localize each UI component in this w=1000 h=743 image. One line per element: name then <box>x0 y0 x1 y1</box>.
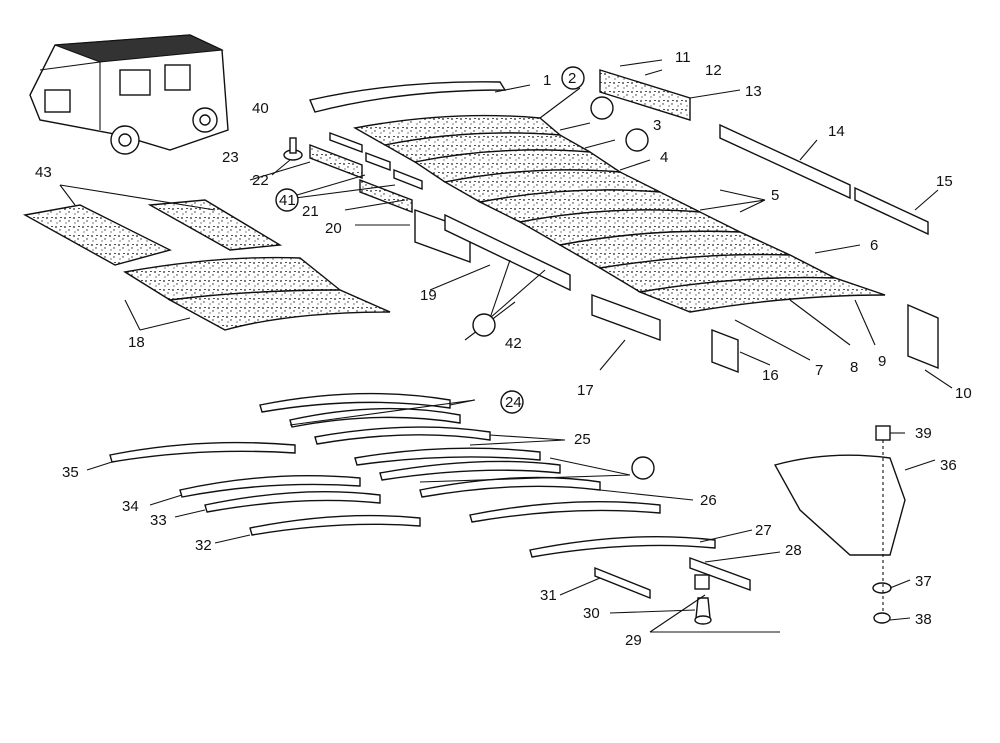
callout-21: 21 <box>302 203 319 220</box>
part-10-clip <box>907 303 939 370</box>
left-strips <box>309 131 661 342</box>
callout-34: 34 <box>122 498 139 515</box>
callout-1: 1 <box>543 72 551 89</box>
callout-11: 11 <box>675 49 691 66</box>
part-31-bracket <box>594 566 651 600</box>
callout-32: 32 <box>195 537 212 554</box>
callout-22: 22 <box>252 172 269 189</box>
callout-20: 20 <box>325 220 342 237</box>
callout-12: 12 <box>705 62 722 79</box>
vehicle-illustration <box>29 34 229 155</box>
part-18-panels <box>123 256 391 331</box>
callout-13: 13 <box>745 83 762 100</box>
part-29-30-fastener <box>694 574 712 625</box>
roof-liner-panels <box>352 114 886 313</box>
callout-26: 26 <box>700 492 717 509</box>
callout-38: 38 <box>915 611 932 628</box>
part-28-bracket <box>689 556 751 592</box>
callout-18: 18 <box>128 334 145 351</box>
circled-callout-markers <box>275 66 655 480</box>
callout-23: 23 <box>222 149 239 166</box>
part-16-clip <box>711 328 739 374</box>
callout-43: 43 <box>35 164 52 181</box>
callout-17: 17 <box>577 382 594 399</box>
callout-30: 30 <box>583 605 600 622</box>
callout-5: 5 <box>771 187 779 204</box>
callout-28: 28 <box>785 542 802 559</box>
callout-35: 35 <box>62 464 79 481</box>
leader-lines <box>59 59 953 633</box>
parts-37-38-39 <box>872 425 892 624</box>
callout-19: 19 <box>420 287 437 304</box>
callout-39: 39 <box>915 425 932 442</box>
part-23-screw <box>283 137 303 161</box>
callout-27: 27 <box>755 522 772 539</box>
callout-15: 15 <box>936 173 953 190</box>
callout-9: 9 <box>878 353 886 370</box>
part-36-cover <box>773 454 906 556</box>
roof-bows <box>109 392 716 558</box>
callout-3: 3 <box>653 117 661 134</box>
callout-42: 42 <box>505 335 522 352</box>
callout-labels: 1 2 3 4 5 6 7 8 9 10 11 12 13 14 15 16 1… <box>35 49 972 649</box>
callout-7: 7 <box>815 362 823 379</box>
part-43-pads <box>22 199 283 266</box>
callout-25: 25 <box>574 431 591 448</box>
callout-40: 40 <box>252 100 269 117</box>
callout-24: 24 <box>505 394 522 411</box>
callout-14: 14 <box>828 123 845 140</box>
callout-36: 36 <box>940 457 957 474</box>
callout-2: 2 <box>568 70 576 87</box>
upper-right-strips <box>599 69 929 236</box>
callout-31: 31 <box>540 587 557 604</box>
callout-4: 4 <box>660 149 668 166</box>
callout-29: 29 <box>625 632 642 649</box>
callout-37: 37 <box>915 573 932 590</box>
callout-6: 6 <box>870 237 878 254</box>
part-1-rail <box>309 81 507 113</box>
callout-16: 16 <box>762 367 779 384</box>
callout-10: 10 <box>955 385 972 402</box>
callout-41: 41 <box>279 192 296 209</box>
callout-33: 33 <box>150 512 167 529</box>
callout-8: 8 <box>850 359 858 376</box>
